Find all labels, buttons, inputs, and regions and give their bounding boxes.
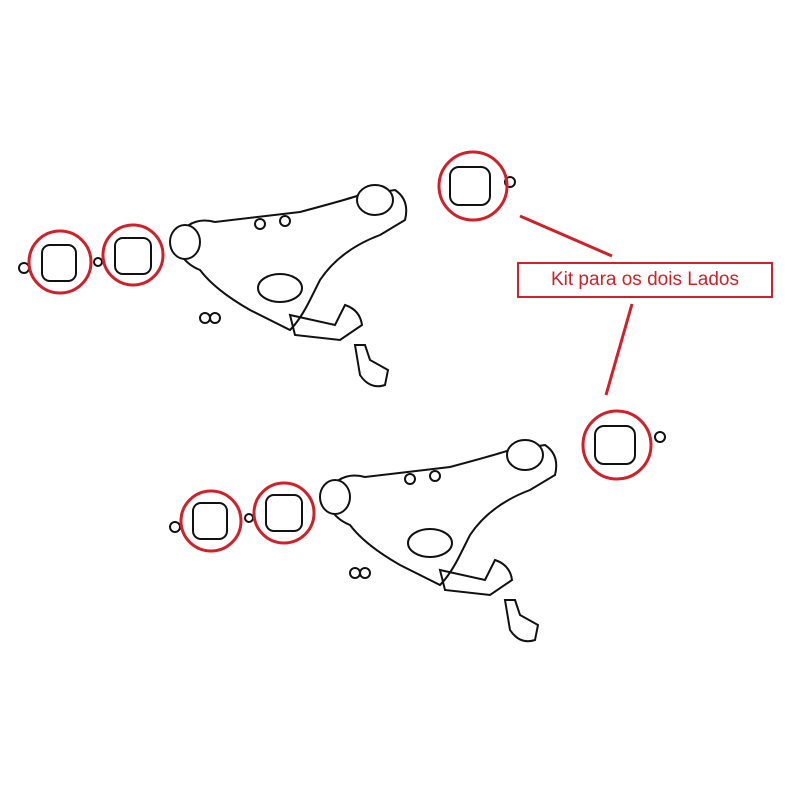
highlight-circle — [179, 489, 243, 553]
upper-front-bushings — [18, 223, 165, 295]
upper-rear-bushing — [437, 150, 509, 222]
callout-line-top — [519, 214, 613, 258]
callout-line-bottom — [604, 303, 634, 396]
lower-control-arm-assembly — [319, 431, 666, 643]
lower-front-bushings — [169, 481, 316, 553]
highlight-circle — [437, 150, 509, 222]
highlight-circle — [581, 409, 653, 481]
highlight-circle — [27, 229, 93, 295]
highlight-circle — [252, 481, 316, 545]
lower-rear-bushing — [581, 409, 653, 481]
upper-control-arm-assembly — [169, 176, 516, 388]
highlight-circle — [101, 223, 165, 287]
callout-label: Kit para os dois Lados — [517, 262, 773, 298]
